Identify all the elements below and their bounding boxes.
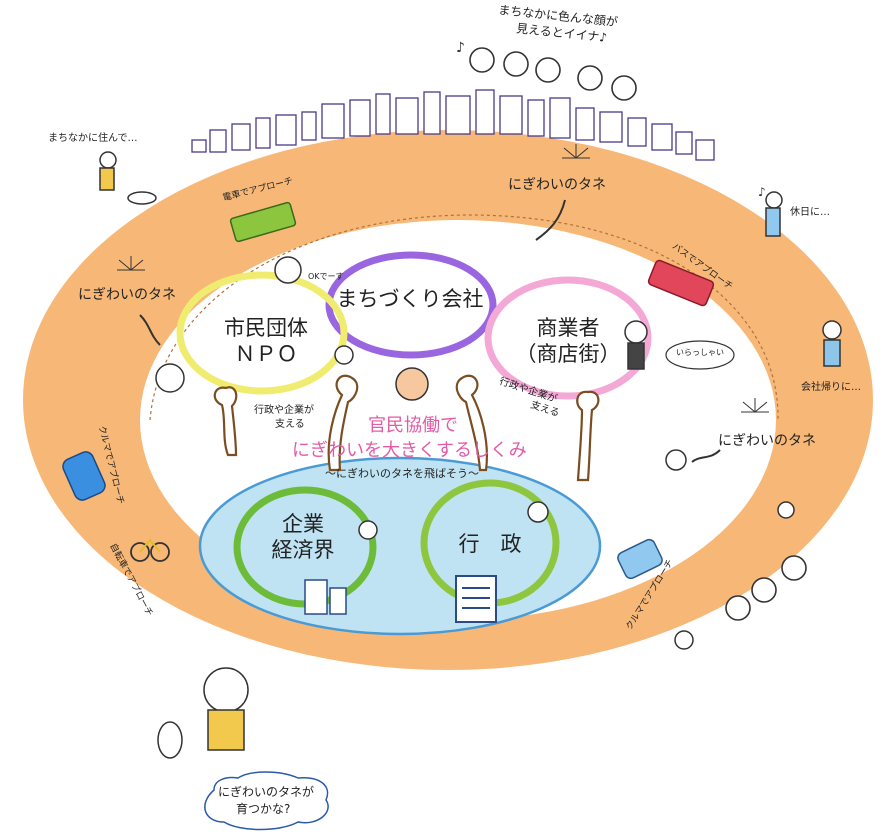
- caption-holiday: 休日に…: [790, 207, 830, 218]
- city-skyline: [191, 89, 715, 161]
- speech-bubble-line2: 育つかな?: [236, 802, 291, 816]
- citizen-npo-label-line1: 市民団体: [224, 316, 308, 340]
- city-hall-icon: [455, 575, 497, 623]
- machizukuri-label: まちづくり会社: [336, 287, 484, 311]
- caption-living: まちなかに住んで…: [48, 133, 138, 144]
- holiday-person-figure: [765, 191, 783, 209]
- citizen-npo-circle: [176, 271, 348, 395]
- waving-person-figure: [155, 363, 185, 393]
- merchants-label-line2: （商店街）: [515, 342, 621, 366]
- caption-after-work: 会社帰りに…: [801, 382, 861, 393]
- car-right-icon: [617, 538, 663, 580]
- bus-icon: [647, 259, 715, 307]
- ok-bubble-text: OKでーす: [308, 272, 344, 281]
- girl-bottom-figure: [203, 667, 249, 713]
- family-figure: [777, 501, 795, 519]
- center-subtitle: 〜にぎわいのタネを飛ばそう〜: [325, 467, 479, 480]
- smiley-icon: [469, 47, 495, 73]
- music-note-icon: ♪: [758, 185, 766, 199]
- support-label-left-line1: 行政や企業が: [254, 405, 314, 416]
- government-staff-figure: [527, 501, 549, 523]
- welcome-bubble-text: いらっしゃい: [676, 348, 724, 357]
- train-icon: [229, 201, 297, 243]
- npo-child-figure: [334, 345, 354, 365]
- welcome-bubble: [665, 340, 735, 370]
- ok-child-figure: [274, 256, 302, 284]
- center-title-line1: 官民協働で: [368, 415, 458, 436]
- characters: [99, 151, 842, 759]
- machizukuri-circle: [325, 251, 497, 359]
- smiley-icon: [611, 75, 637, 101]
- bunny-figure: [157, 721, 183, 759]
- business-label-line2: 経済界: [271, 538, 335, 562]
- smiley-icon: [781, 555, 807, 581]
- car-left-icon: [62, 451, 106, 501]
- dandelion-icons: [117, 144, 769, 463]
- office-worker-figure: [822, 320, 842, 340]
- speech-bubble-shape: [204, 771, 329, 831]
- inner-bowl-rim: [149, 214, 779, 421]
- business-label-line1: 企業: [282, 512, 324, 536]
- merchants-circle: [484, 276, 652, 400]
- seed-label-top: にぎわいのタネ: [508, 177, 606, 193]
- smiley-icon: [751, 577, 777, 603]
- bicycle-icon: [130, 538, 170, 562]
- support-label-left-line2: 支える: [275, 419, 305, 430]
- smiley-icon: [725, 595, 751, 621]
- government-label: 行 政: [458, 532, 522, 556]
- merchant-figure: [624, 320, 648, 344]
- center-hands-figure: [395, 367, 429, 401]
- elderly-couple-figure: [674, 630, 694, 650]
- center-title-line2: にぎわいを大きくするしくみ: [292, 440, 527, 461]
- citizen-npo-label-line2: ＮＰＯ: [234, 342, 298, 366]
- music-note-icon: ♪: [456, 40, 465, 56]
- seed-label-right: にぎわいのタネ: [718, 433, 816, 449]
- dog-figure: [127, 191, 157, 205]
- woman-with-dog-figure: [99, 151, 117, 169]
- support-sprouts: [213, 374, 600, 482]
- speech-bubble-line1: にぎわいのタネが: [218, 785, 315, 799]
- merchants-label-line1: 商業者: [536, 316, 600, 340]
- businessman-figure: [358, 520, 378, 540]
- office-building-icon: [304, 579, 347, 615]
- smiley-faces: [469, 47, 807, 621]
- smiley-icon: [577, 65, 603, 91]
- smiley-icon: [503, 51, 529, 77]
- blue-pond: [198, 456, 602, 636]
- smiley-icon: [535, 57, 561, 83]
- girl-figure: [665, 449, 687, 471]
- seed-label-left: にぎわいのタネ: [78, 287, 176, 303]
